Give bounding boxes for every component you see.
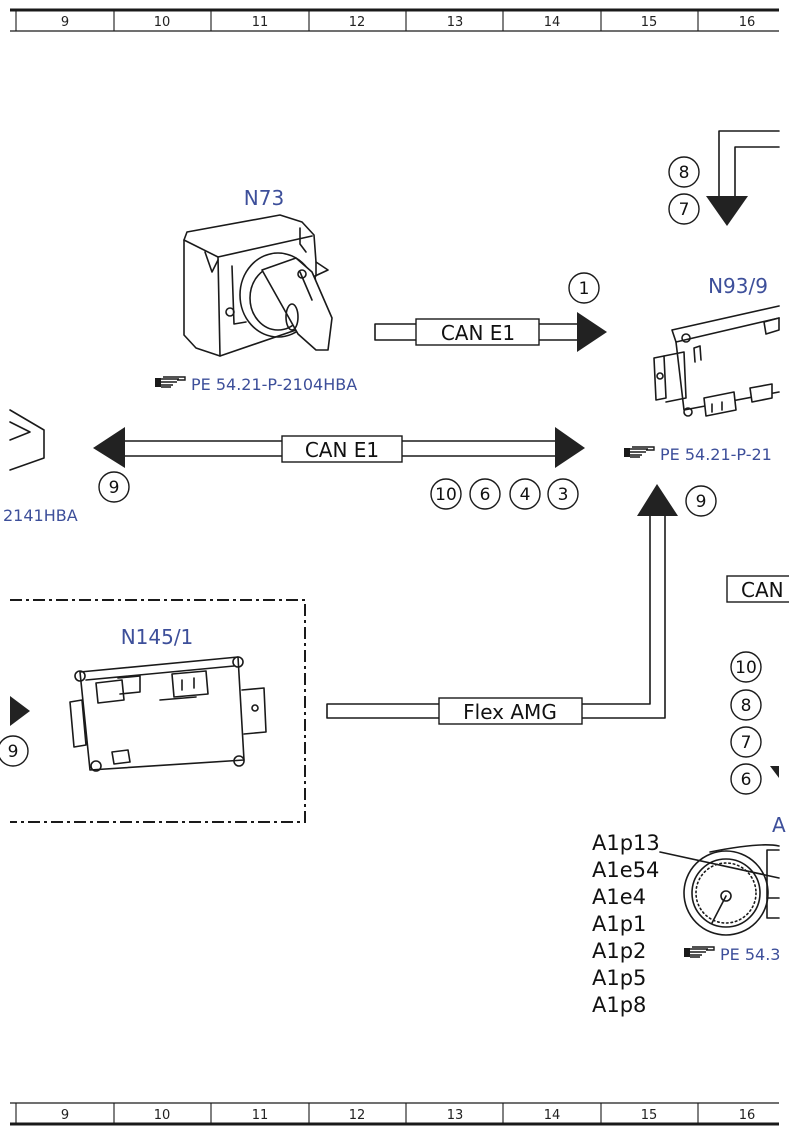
ruler-bottom-label: 13 (447, 1108, 464, 1123)
flex-amg-bus: Flex AMG (326, 484, 678, 725)
component-label-n93-9: N93/9 (708, 274, 768, 298)
instrument-cluster-illustration (683, 844, 780, 936)
bus-label: Flex AMG (463, 700, 557, 724)
ruler-top-label: 15 (641, 15, 658, 30)
pin-label: A1p5 (592, 966, 646, 990)
svg-text:8: 8 (741, 696, 752, 716)
pin-label: A1e54 (592, 858, 659, 882)
component-label-n73: N73 (244, 186, 284, 210)
pin-label: A1p1 (592, 912, 646, 936)
ruler-top-label: 12 (349, 15, 366, 30)
pin-label: A1p8 (592, 993, 646, 1017)
ignition-switch-illustration (183, 214, 333, 357)
ruler-top-label: 16 (739, 15, 756, 30)
svg-text:3: 3 (558, 485, 569, 505)
pin-label: A1e4 (592, 885, 646, 909)
pointing-hand-icon (683, 946, 715, 958)
reference-n73: PE 54.21-P-2104HBA (154, 375, 357, 394)
bus-label: CAN (741, 578, 784, 602)
number-badge: 8 (730, 689, 762, 721)
ruler-bottom-label: 11 (252, 1108, 269, 1123)
svg-text:9: 9 (109, 478, 120, 498)
ruler-top-label: 13 (447, 15, 464, 30)
component-label-n145-1: N145/1 (121, 625, 194, 649)
svg-text:7: 7 (741, 733, 752, 753)
reference-left: 2141HBA (3, 506, 78, 525)
ruler-bottom-label: 9 (61, 1108, 69, 1123)
number-badge: 9 (0, 735, 29, 767)
svg-text:10: 10 (735, 658, 757, 678)
number-badge: 6 (730, 763, 762, 795)
svg-text:1: 1 (579, 279, 590, 299)
number-badge: 7 (668, 193, 700, 225)
pin-label: A1p13 (592, 831, 660, 855)
pin-list: A1p13 A1e54 A1e4 A1p1 A1p2 A1p5 A1p8 (592, 831, 660, 1017)
number-badge: 7 (730, 726, 762, 758)
leader-line (659, 851, 780, 879)
reference-cluster: PE 54.3 (683, 945, 780, 964)
bus-label: CAN E1 (441, 321, 515, 345)
svg-text:8: 8 (679, 163, 690, 183)
ruler-top-label: 14 (544, 15, 561, 30)
pointing-hand-icon (154, 376, 186, 388)
svg-text:10: 10 (435, 485, 457, 505)
ruler-bottom-label: 10 (154, 1108, 171, 1123)
can-bus-middle: CAN E1 (93, 427, 585, 468)
ruler-top-label: 10 (154, 15, 171, 30)
control-unit-illustration (69, 656, 267, 772)
ruler-bottom: 9 10 11 12 13 14 15 16 (10, 1102, 779, 1126)
ruler-top-label: 11 (252, 15, 269, 30)
svg-text:6: 6 (741, 770, 752, 790)
ruler-bottom-label: 15 (641, 1108, 658, 1123)
partial-arrow-right (770, 766, 779, 778)
number-badge: 6 (469, 478, 501, 510)
number-badge: 8 (668, 156, 700, 188)
number-badge: 10 (730, 651, 762, 683)
can-bus-top: CAN E1 (374, 312, 607, 352)
component-label-a: A (772, 813, 786, 837)
control-module-illustration (653, 305, 780, 417)
number-badge: 9 (685, 485, 717, 517)
ruler-top-label: 9 (61, 15, 69, 30)
number-badge: 1 (568, 272, 600, 304)
svg-text:PE 54.21-P-21: PE 54.21-P-21 (660, 445, 772, 464)
svg-text:6: 6 (480, 485, 491, 505)
pin-label: A1p2 (592, 939, 646, 963)
number-badge: 4 (509, 478, 541, 510)
svg-text:PE 54.21-P-2104HBA: PE 54.21-P-2104HBA (191, 375, 357, 394)
ruler-top: 9 10 11 12 13 14 15 16 (10, 8, 779, 32)
n145-1-boundary (10, 599, 306, 823)
incoming-arrow-top-right (706, 130, 780, 226)
svg-text:9: 9 (8, 742, 19, 762)
can-bus-right: CAN (726, 575, 789, 603)
bus-label: CAN E1 (305, 438, 379, 462)
ruler-bottom-label: 14 (544, 1108, 561, 1123)
ruler-bottom-label: 16 (739, 1108, 756, 1123)
number-badge: 3 (547, 478, 579, 510)
svg-text:9: 9 (696, 492, 707, 512)
svg-text:PE 54.3: PE 54.3 (720, 945, 780, 964)
svg-text:7: 7 (679, 200, 690, 220)
reference-n93-9: PE 54.21-P-21 (623, 445, 772, 464)
number-badge: 9 (98, 471, 130, 503)
svg-text:4: 4 (520, 485, 531, 505)
pointing-hand-icon (623, 446, 655, 458)
number-badge: 10 (430, 478, 462, 510)
ruler-bottom-label: 12 (349, 1108, 366, 1123)
partial-arrow-left (10, 696, 30, 726)
left-partial-illustration (9, 409, 45, 471)
